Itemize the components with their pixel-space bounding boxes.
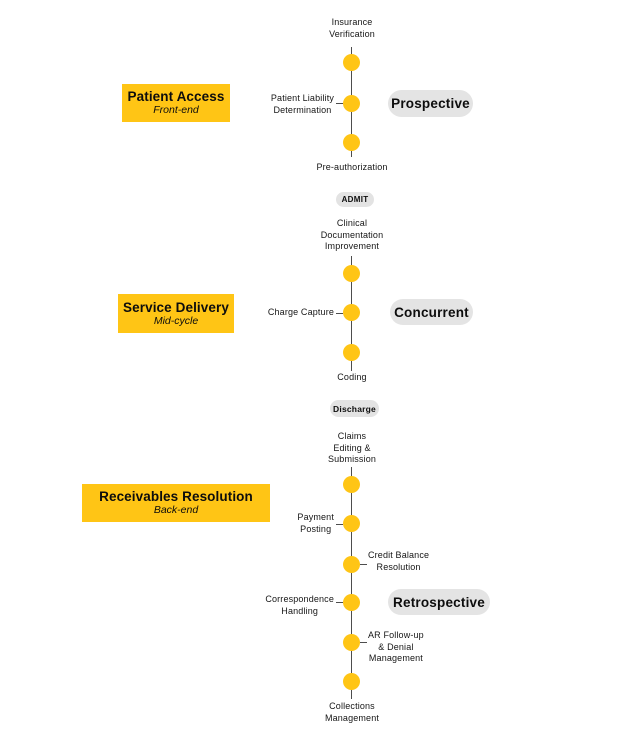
stage-pill-concurrent: Concurrent (390, 299, 473, 325)
step-label-patient-liability-determination: Patient Liability Determination (270, 93, 334, 115)
timeline-dot-insurance-verification (343, 54, 360, 71)
timeline-dot-charge-capture (343, 304, 360, 321)
phase-box-receivables-resolution: Receivables Resolution Back-end (82, 484, 270, 522)
milestone-badge-discharge: Discharge (330, 400, 379, 417)
step-label-ar-followup-denial-management: AR Follow-up & Denial Management (368, 630, 424, 663)
step-label-insurance-verification: Insurance Verification (329, 17, 375, 39)
timeline-dot-pre-authorization (343, 134, 360, 151)
timeline-line-retrospective (351, 467, 352, 699)
phase-subtitle: Front-end (153, 104, 199, 116)
label-tick (360, 564, 367, 565)
step-label-claims-editing-submission: Claims Editing & Submission (327, 431, 377, 464)
label-tick (336, 602, 343, 603)
step-label-clinical-documentation-improvement: Clinical Documentation Improvement (320, 218, 384, 251)
milestone-badge-admit: ADMIT (336, 192, 374, 207)
timeline-dot-clinical-documentation (343, 265, 360, 282)
phase-subtitle: Back-end (153, 504, 199, 516)
step-label-coding: Coding (337, 372, 367, 382)
timeline-dot-ar-followup (343, 634, 360, 651)
label-tick (336, 313, 343, 314)
timeline-dot-claims-editing (343, 476, 360, 493)
timeline-dot-collections-management (343, 673, 360, 690)
step-label-payment-posting: Payment Posting (297, 512, 334, 534)
label-tick (336, 103, 343, 104)
phase-title: Patient Access (127, 89, 225, 104)
phase-title: Receivables Resolution (99, 489, 253, 504)
timeline-dot-coding (343, 344, 360, 361)
step-label-pre-authorization: Pre-authorization (316, 162, 388, 172)
stage-pill-retrospective: Retrospective (388, 589, 490, 615)
phase-subtitle: Mid-cycle (153, 314, 199, 327)
phase-title: Service Delivery (123, 299, 229, 315)
phase-box-service-delivery: Service Delivery Mid-cycle (118, 294, 234, 333)
stage-pill-prospective: Prospective (388, 90, 473, 117)
timeline-dot-correspondence-handling (343, 594, 360, 611)
timeline-dot-patient-liability-determination (343, 95, 360, 112)
timeline-dot-credit-balance-resolution (343, 556, 360, 573)
step-label-credit-balance-resolution: Credit Balance Resolution (368, 550, 430, 572)
step-label-correspondence-handling: Correspondence Handling (265, 594, 334, 616)
step-label-charge-capture: Charge Capture (267, 307, 334, 317)
label-tick (336, 524, 343, 525)
timeline-dot-payment-posting (343, 515, 360, 532)
phase-box-patient-access: Patient Access Front-end (122, 84, 230, 122)
label-tick (360, 642, 367, 643)
step-label-collections-management: Collections Management (324, 701, 380, 723)
